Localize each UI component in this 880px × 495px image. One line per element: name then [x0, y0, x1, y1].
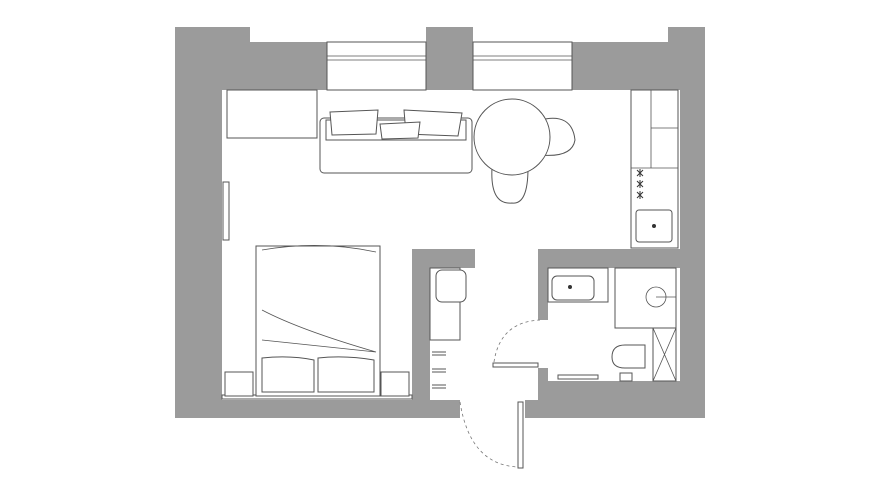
shower-icon [614, 267, 677, 329]
washbasin-icon [551, 275, 595, 301]
bed-icon [221, 245, 413, 400]
bathroom-fixtures [547, 267, 677, 382]
window-icon [326, 41, 573, 91]
stove-icon [636, 169, 644, 199]
towel-rail-icon [557, 374, 599, 380]
cabinet-icon [226, 89, 318, 139]
toilet-icon [611, 344, 646, 369]
tv-icon [222, 181, 230, 241]
walls [175, 27, 705, 418]
door-icon [459, 401, 524, 469]
door-icon [492, 319, 541, 368]
dining-table-icon [473, 98, 576, 204]
nightstand-icon [380, 371, 410, 397]
chair-icon [491, 167, 529, 204]
nightstand-icon [224, 371, 254, 397]
wardrobe-icon [429, 267, 467, 389]
kitchen-counter [630, 89, 679, 249]
sofa-icon [319, 109, 473, 174]
